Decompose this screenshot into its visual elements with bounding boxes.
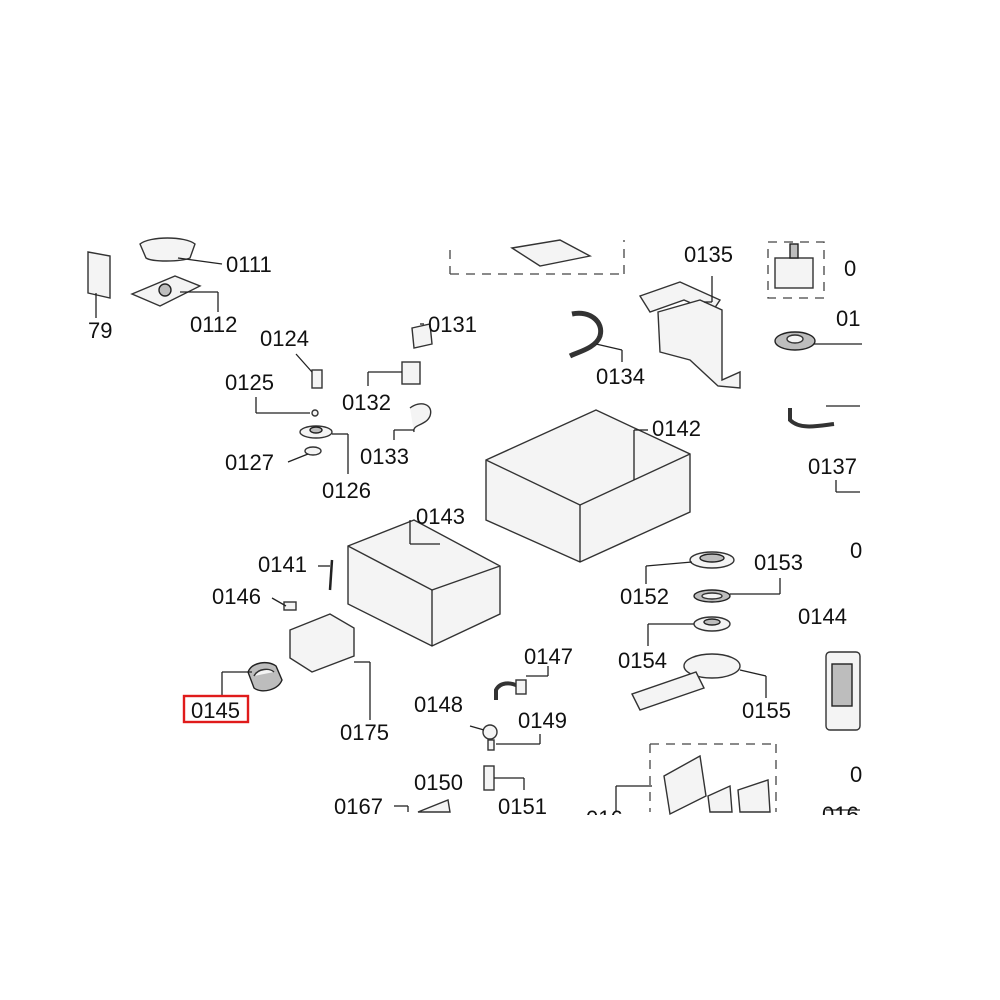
- crop-mask-bottom: [0, 815, 1000, 1000]
- label-0167: 0167: [334, 794, 383, 819]
- label-0127: 0127: [225, 450, 274, 475]
- part-0111-0112-group: [87, 237, 223, 318]
- part-0135-frame: [638, 276, 741, 389]
- part-0143-panel: [347, 519, 501, 647]
- part-0152-0155-group: [631, 551, 781, 711]
- part-0141-0146-group: [271, 559, 334, 611]
- part-0134-hose: [568, 310, 623, 362]
- label-0142: 0142: [652, 416, 701, 441]
- label-79: 79: [88, 318, 112, 343]
- label-0134: 0134: [596, 364, 645, 389]
- label-0144: 0144: [798, 604, 847, 629]
- label-0125: 0125: [225, 370, 274, 395]
- label-0147: 0147: [524, 644, 573, 669]
- label-0135: 0135: [684, 242, 733, 267]
- label-0124: 0124: [260, 326, 309, 351]
- label-0155: 0155: [742, 698, 791, 723]
- part-pump-top-right: [767, 241, 862, 493]
- label-0-right-mid: 0: [850, 538, 862, 563]
- part-0124-0127-group: [255, 353, 349, 474]
- label-0175: 0175: [340, 720, 389, 745]
- label-0151: 0151: [498, 794, 547, 819]
- label-0149: 0149: [518, 708, 567, 733]
- label-0153: 0153: [754, 550, 803, 575]
- label-0150: 0150: [414, 770, 463, 795]
- part-0147-0151-group: [469, 666, 549, 791]
- part-0144-panel: [825, 651, 861, 731]
- part-bottom-board-group: [615, 743, 860, 816]
- label-0126: 0126: [322, 478, 371, 503]
- label-0141: 0141: [258, 552, 307, 577]
- part-0175-switch: [289, 613, 371, 720]
- part-top-panel: [449, 239, 625, 275]
- label-0131: 0131: [428, 312, 477, 337]
- part-0145-knob: [221, 661, 283, 696]
- label-0112: 0112: [190, 312, 237, 337]
- label-0145: 0145: [191, 698, 240, 723]
- part-labels: 0111 0112 79 0124 0125 0127 0126 0131 01…: [88, 242, 862, 831]
- part-0131-0133-group: [367, 323, 433, 440]
- part-0167-corner: [394, 799, 451, 813]
- label-0132: 0132: [342, 390, 391, 415]
- label-0146: 0146: [212, 584, 261, 609]
- label-0143: 0143: [416, 504, 465, 529]
- label-0152: 0152: [620, 584, 669, 609]
- label-0111: 0111: [226, 252, 272, 277]
- label-0154: 0154: [618, 648, 667, 673]
- label-0137: 0137: [808, 454, 857, 479]
- label-01-right: 01: [836, 306, 860, 331]
- crop-mask-top: [0, 0, 1000, 236]
- label-0133: 0133: [360, 444, 409, 469]
- label-0-right-low: 0: [850, 762, 862, 787]
- label-0148: 0148: [414, 692, 463, 717]
- label-0-right-top: 0: [844, 256, 856, 281]
- part-0142-base: [485, 409, 691, 563]
- highlight-box-0145: [182, 694, 250, 724]
